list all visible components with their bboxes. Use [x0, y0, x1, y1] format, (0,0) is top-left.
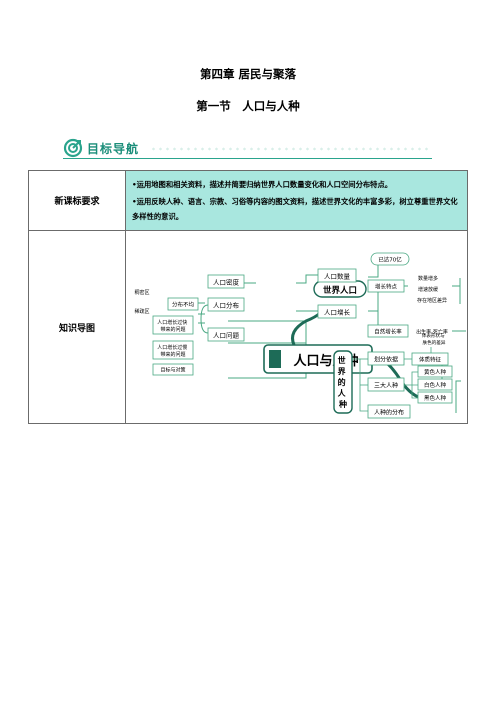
- three-races-node: [367, 377, 405, 392]
- black-race-node: [417, 391, 453, 404]
- requirements-cell: •运用地图和相关资料，描述并简要归纳世界人口数量变化和人口空间分布特点。 •运用…: [125, 170, 468, 231]
- branch-left: [291, 311, 322, 346]
- requirements-label: 新课标要求: [28, 170, 126, 231]
- white-race-node: [417, 378, 453, 391]
- world-population-text: 世界人口: [323, 285, 357, 296]
- decorative-dots: [150, 146, 432, 152]
- white-race-text: 白色人种: [424, 381, 447, 389]
- measures-text: 目标与对策: [160, 367, 185, 374]
- measures-node: [152, 363, 194, 376]
- center-node-mark: [269, 350, 281, 368]
- world-races-node: [333, 350, 353, 414]
- quantity-node: [317, 268, 357, 283]
- fast-growth-line-2: 带来的问题: [160, 326, 185, 333]
- quantity-value-node: [370, 252, 410, 266]
- quantity-text: 人口数量: [324, 272, 351, 281]
- section-title: 第一节 人口与人种: [196, 99, 300, 113]
- chapter-title: 第四章 居民与聚落: [199, 67, 296, 81]
- traits-text: 体质特征: [419, 356, 442, 364]
- black-race-text: 黑色人种: [424, 394, 447, 402]
- dense-area-text: 稠密区: [134, 289, 149, 296]
- race-distribution-node: [367, 404, 411, 419]
- distribution-node: [207, 297, 245, 312]
- traits-note-line-2: 肤色的差异: [423, 339, 446, 346]
- feature-2-text: 增速放缓: [418, 286, 438, 293]
- world-races-char-4: 人: [338, 388, 347, 398]
- growth-node: [317, 304, 357, 319]
- slow-growth-node: [152, 340, 194, 360]
- goal-navigation-label: 目标导航: [87, 141, 140, 156]
- slow-growth-line-1: 人口增长过慢: [157, 344, 187, 351]
- distribution-text: 人口分布: [213, 301, 240, 310]
- three-races-text: 三大人种: [374, 382, 398, 390]
- density-node: [207, 274, 245, 289]
- requirement-2: •运用反映人种、语言、宗教、习俗等内容的图文资料，描述世界文化的丰富多彩，树立尊…: [132, 197, 458, 221]
- fast-growth-line-1: 人口增长过快: [157, 319, 187, 326]
- rate-formula-text: 出生率-死亡率: [416, 329, 448, 336]
- uneven-node: [167, 297, 199, 311]
- growth-features-text: 增长特点: [375, 283, 398, 291]
- slow-growth-line-2: 带来的问题: [160, 351, 185, 358]
- traits-note-text: 体表形状与 肤色的差异: [422, 332, 446, 346]
- mind-map: 世界人口 人口与人种 人口密度 人口分布 分布不均 稠密区 稀疏区 人口问题: [134, 252, 466, 419]
- world-races-char-2: 界: [338, 366, 347, 376]
- problems-text: 人口问题: [213, 332, 240, 340]
- banner-underline: [63, 158, 432, 159]
- world-races-char-5: 种: [338, 399, 347, 409]
- race-connectors: [352, 347, 432, 412]
- world-races-text: 世 界 的 人 种: [338, 355, 349, 409]
- race-distribution-text: 人种的分布: [374, 409, 404, 417]
- basis-text: 划分依据: [374, 356, 398, 364]
- world-races-char-1: 世: [338, 355, 346, 365]
- slow-growth-text: 人口增长过慢 带来的问题: [157, 344, 189, 358]
- curriculum-table: 新课标要求 •运用地图和相关资料，描述并简要归纳世界人口数量变化和人口空间分布特…: [28, 170, 468, 424]
- sparse-area-text: 稀疏区: [134, 308, 149, 315]
- yellow-race-text: 黄色人种: [424, 368, 447, 376]
- problems-node: [207, 327, 245, 342]
- basis-node: [367, 351, 405, 366]
- uneven-text: 分布不均: [172, 301, 195, 309]
- fast-growth-node: [152, 315, 194, 335]
- natural-rate-node: [367, 324, 409, 338]
- target-icon: [63, 138, 83, 158]
- knowledge-map-label: 知识导图: [28, 230, 126, 424]
- feature-1-text: 数量增多: [418, 275, 438, 282]
- knowledge-map-cell: 世界人口 人口与人种 人口密度 人口分布 分布不均 稠密区 稀疏区 人口问题: [125, 230, 468, 424]
- knowledge-map-row: 知识导图: [28, 230, 468, 424]
- goal-navigation-banner: 目标导航: [63, 137, 139, 159]
- requirements-row: 新课标要求 •运用地图和相关资料，描述并简要归纳世界人口数量变化和人口空间分布特…: [28, 170, 468, 231]
- growth-text: 人口增长: [324, 308, 351, 317]
- feature-3-text: 存在地区差异: [417, 297, 447, 304]
- quantity-value-text: 已达70亿: [378, 256, 402, 264]
- yellow-race-node: [417, 365, 453, 378]
- traits-note-line-1: 体表形状与: [422, 332, 445, 339]
- world-races-char-3: 的: [338, 377, 346, 387]
- traits-node: [411, 352, 449, 366]
- fast-growth-text: 人口增长过快 带来的问题: [157, 319, 189, 333]
- density-text: 人口密度: [213, 278, 240, 287]
- growth-features-node: [367, 279, 405, 293]
- requirement-1: •运用地图和相关资料，描述并简要归纳世界人口数量变化和人口空间分布特点。: [132, 180, 393, 189]
- natural-rate-text: 自然增长率: [374, 328, 402, 336]
